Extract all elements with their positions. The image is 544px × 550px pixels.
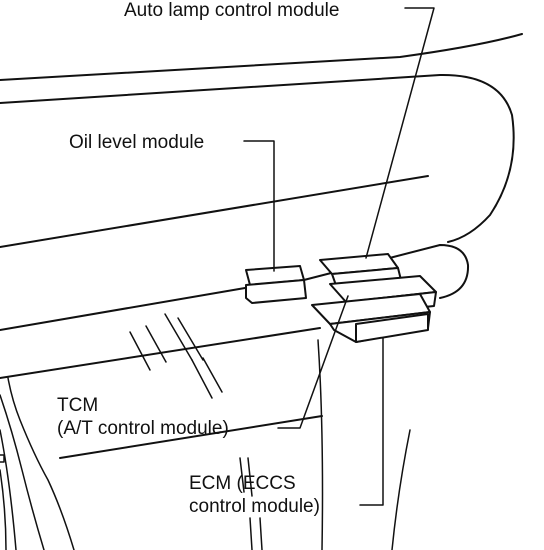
harness-strokes [129, 313, 411, 550]
ecm-module [311, 293, 431, 343]
oil-level-module-label: Oil level module [69, 132, 204, 153]
ecm-label-line2: control module) [189, 496, 320, 517]
tcm-label-line2: (A/T control module) [57, 418, 229, 439]
ecm-label-line1: ECM (ECCS [189, 473, 296, 494]
leader-lines [243, 7, 435, 506]
oil-level-module [245, 265, 307, 304]
auto-lamp-module-label: Auto lamp control module [124, 0, 339, 21]
tcm-label-line1: TCM [57, 395, 98, 416]
dashboard-outline [0, 33, 523, 550]
